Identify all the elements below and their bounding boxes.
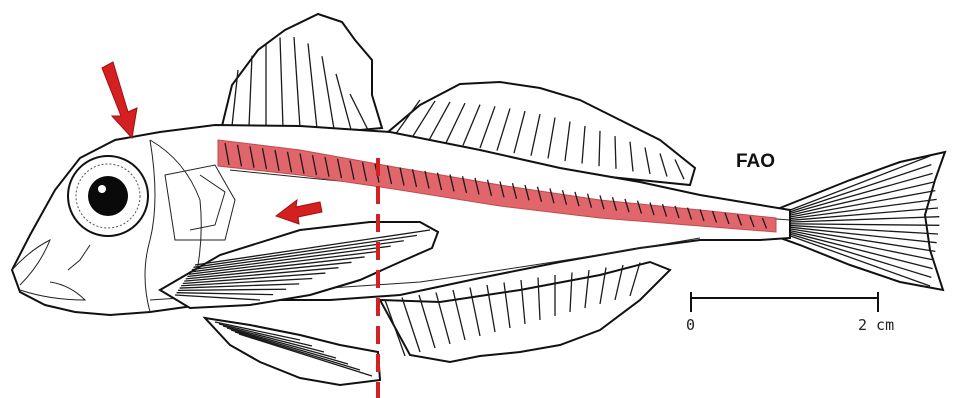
fao-label: FAO	[736, 151, 775, 172]
fish-eye	[68, 156, 148, 236]
scale-end-label: 2 cm	[858, 316, 894, 334]
scale-start-label: 0	[686, 316, 695, 334]
first-dorsal-fin	[222, 14, 382, 130]
scale-bar: 0 2 cm	[686, 292, 894, 334]
arrow-head-icon	[102, 62, 137, 138]
caudal-fin	[770, 152, 945, 290]
pelvic-fin	[205, 318, 380, 385]
